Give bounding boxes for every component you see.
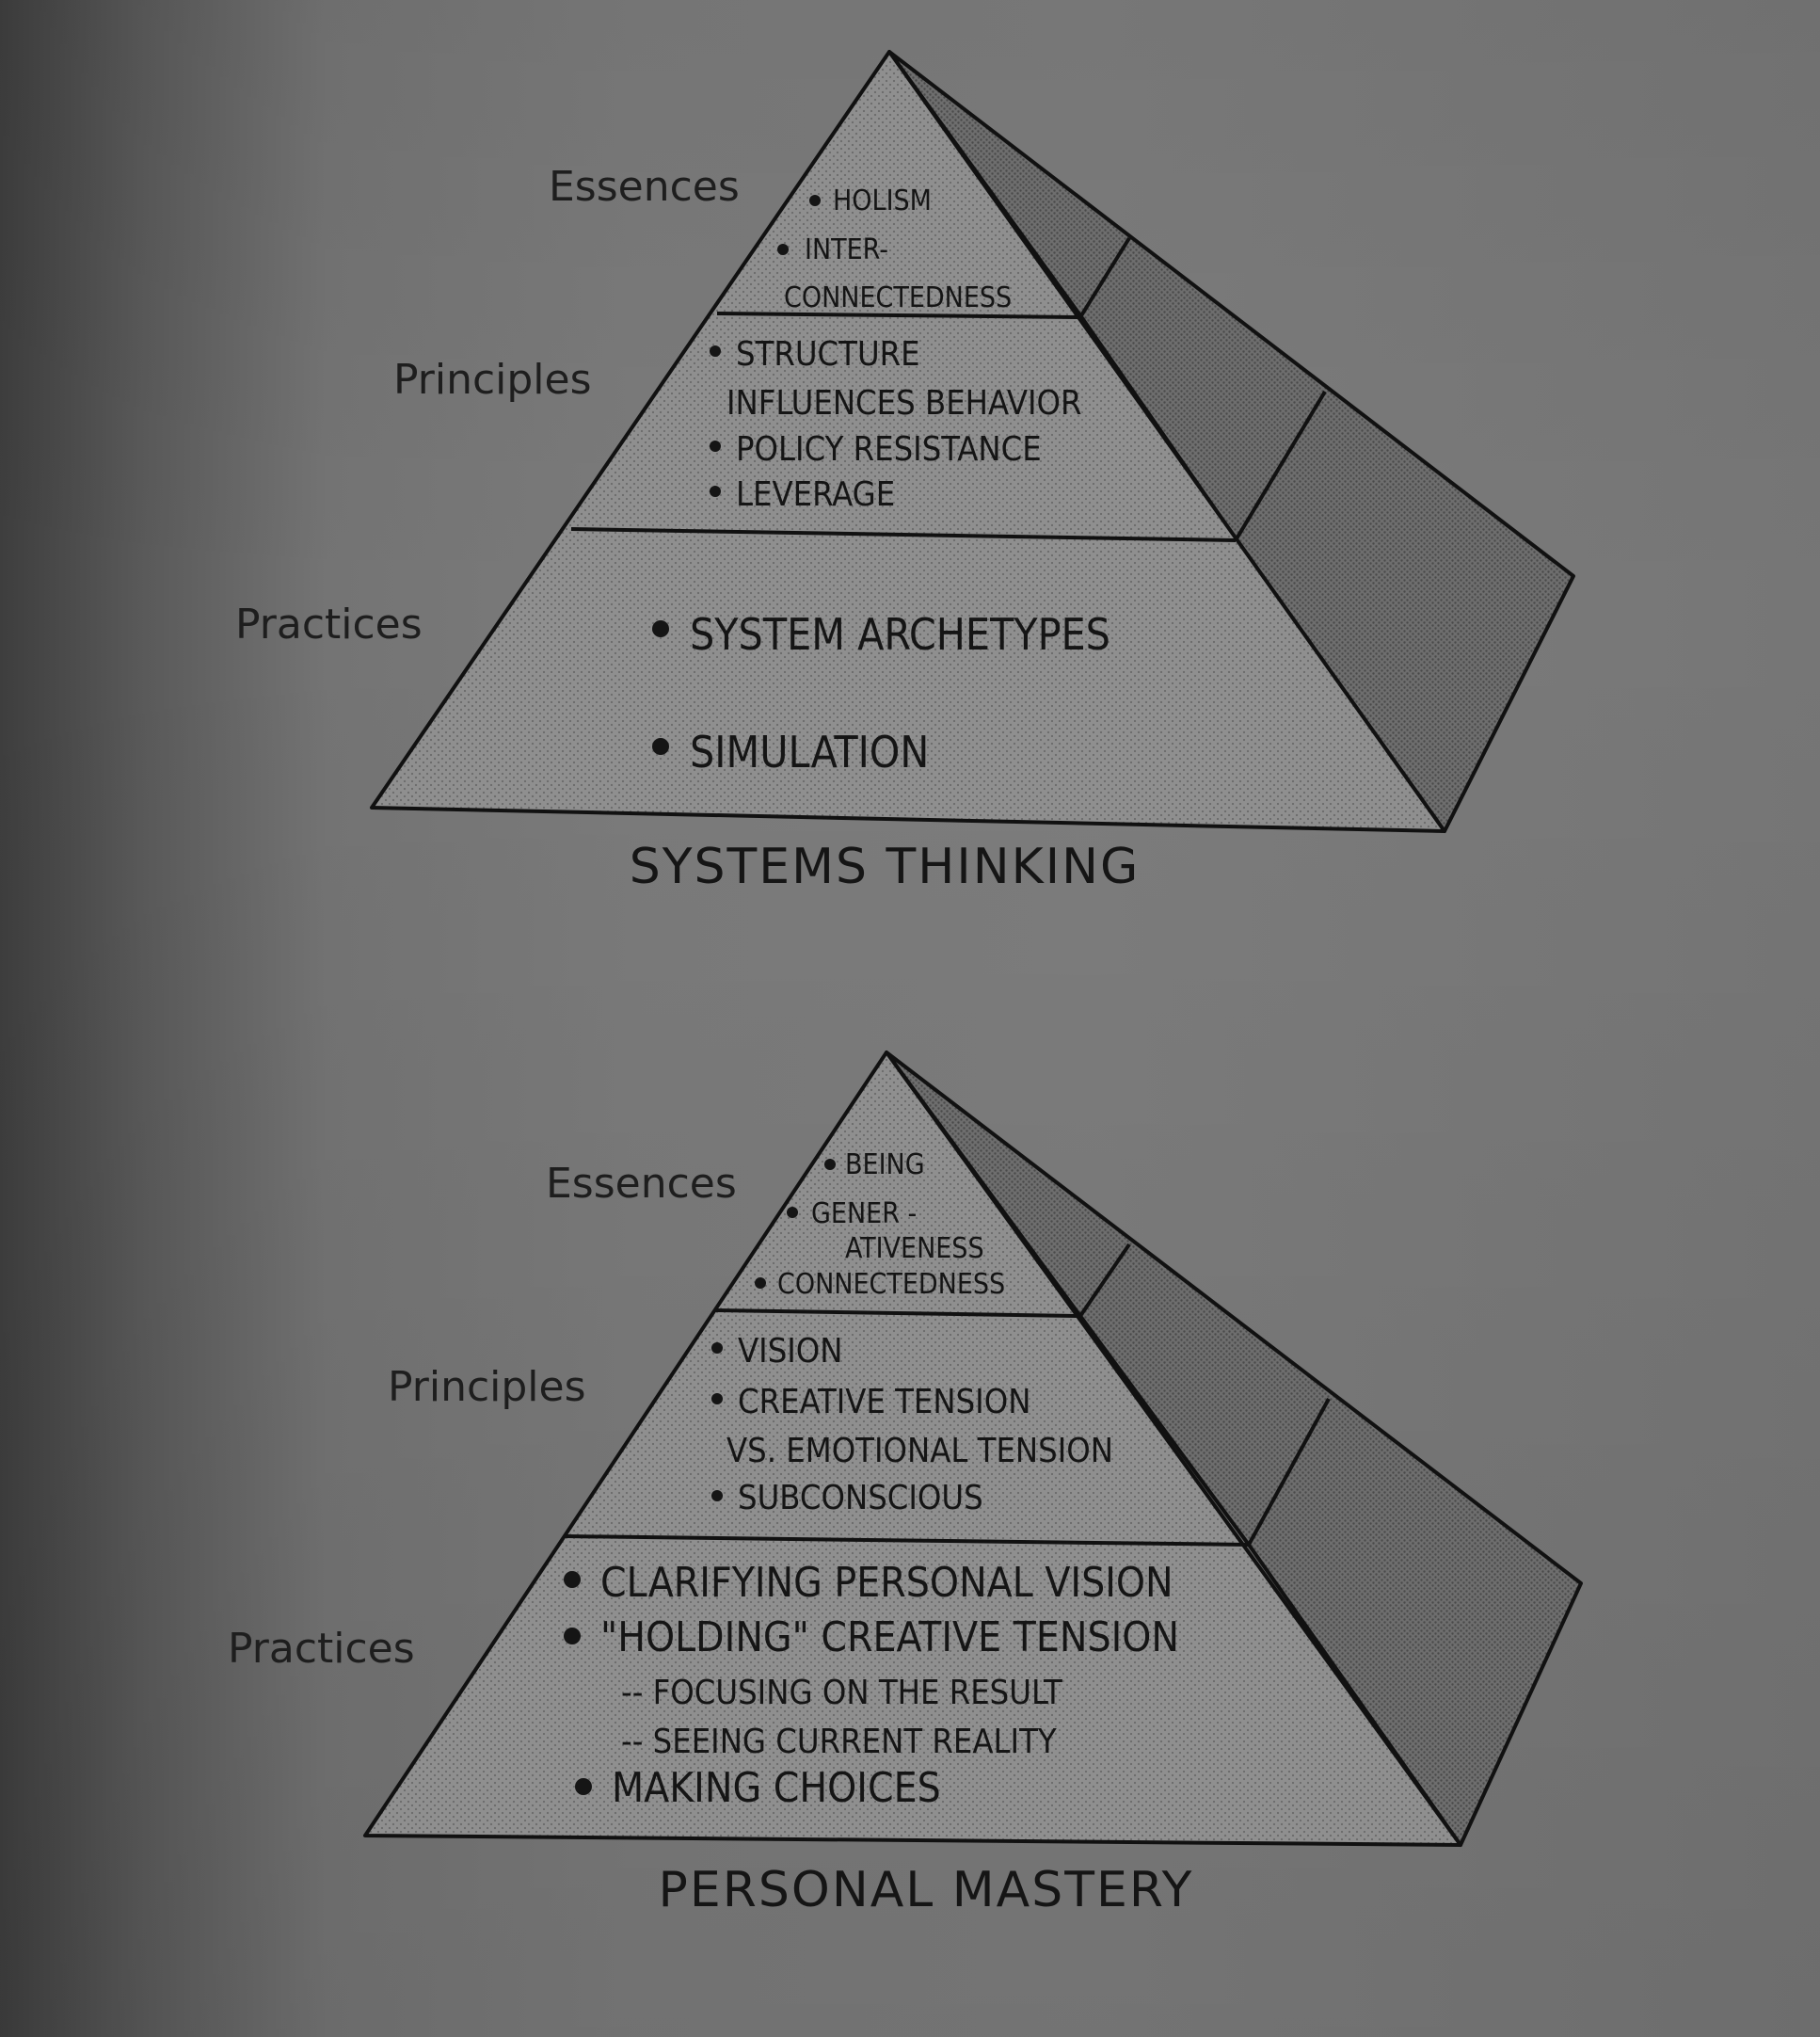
side-divider-1	[1078, 1243, 1131, 1318]
bullet-icon	[710, 441, 721, 452]
item-creative-tension: CREATIVE TENSION	[738, 1383, 1030, 1421]
side-divider-1	[1078, 236, 1131, 319]
item-subconscious: SUBCONSCIOUS	[738, 1479, 983, 1517]
item-seeing-current-reality: -- SEEING CURRENT REALITY	[621, 1723, 1057, 1761]
bullet-icon	[564, 1628, 581, 1644]
bullet-icon	[711, 1342, 723, 1354]
item-holding-creative-tension: "HOLDING" CREATIVE TENSION	[600, 1613, 1179, 1661]
item-structure: STRUCTURE	[736, 335, 920, 374]
pyramid-front-face	[370, 50, 1446, 833]
side-divider-2	[1247, 1398, 1331, 1546]
bullet-icon	[809, 195, 821, 206]
level-label-essences: Essences	[546, 1160, 737, 1208]
bullet-icon	[564, 1571, 581, 1588]
bullet-icon	[787, 1207, 798, 1218]
item-connectedness: CONNECTEDNESS	[784, 281, 1012, 314]
item-policy-resistance: POLICY RESISTANCE	[736, 430, 1042, 469]
item-connectedness: CONNECTEDNESS	[777, 1268, 1005, 1301]
pyramid-front-face	[363, 1051, 1462, 1847]
item-vs-emotional-tension: VS. EMOTIONAL TENSION	[726, 1432, 1113, 1470]
bullet-icon	[652, 738, 669, 755]
bullet-icon	[575, 1778, 592, 1795]
item-focusing-on-the-result: -- FOCUSING ON THE RESULT	[621, 1674, 1062, 1712]
level-label-essences: Essences	[549, 163, 740, 211]
pyramid-title-personal-mastery: PERSONAL MASTERY	[659, 1862, 1194, 1918]
bullet-icon	[755, 1277, 766, 1289]
item-making-choices: MAKING CHOICES	[612, 1764, 941, 1812]
item-holism: HOLISM	[833, 184, 932, 217]
level-label-principles: Principles	[393, 356, 592, 404]
bullet-icon	[711, 1393, 723, 1404]
item-influences-behavior: INFLUENCES BEHAVIOR	[726, 384, 1082, 423]
pyramid-systems-thinking: Essences Principles Practices HOLISM INT…	[235, 50, 1575, 895]
bullet-icon	[711, 1490, 723, 1501]
bullet-icon	[824, 1159, 836, 1170]
item-ativeness: ATIVENESS	[845, 1232, 984, 1265]
band-divider-top	[714, 1308, 1081, 1318]
pyramid-side-face	[885, 1051, 1583, 1847]
item-leverage: LEVERAGE	[736, 475, 895, 514]
item-system-archetypes: SYSTEM ARCHETYPES	[690, 609, 1110, 660]
band-divider-top	[716, 312, 1081, 319]
bullet-icon	[710, 486, 721, 497]
bullet-icon	[710, 345, 721, 357]
pyramid-personal-mastery: Essences Principles Practices BEING GENE…	[228, 1051, 1583, 1918]
band-divider-bottom	[564, 1534, 1250, 1547]
pyramid-title-systems-thinking: SYSTEMS THINKING	[630, 839, 1141, 895]
level-label-practices: Practices	[228, 1625, 415, 1673]
side-divider-2	[1234, 390, 1327, 542]
item-inter: INTER-	[805, 233, 888, 266]
item-clarifying-personal-vision: CLARIFYING PERSONAL VISION	[600, 1559, 1173, 1607]
bullet-icon	[777, 244, 789, 255]
item-simulation: SIMULATION	[690, 727, 929, 778]
item-vision: VISION	[738, 1332, 843, 1371]
level-label-principles: Principles	[388, 1363, 586, 1411]
band-divider-bottom	[570, 527, 1237, 542]
item-gener: GENER -	[811, 1197, 917, 1230]
level-label-practices: Practices	[235, 601, 423, 649]
item-being: BEING	[845, 1148, 925, 1181]
bullet-icon	[652, 620, 669, 637]
